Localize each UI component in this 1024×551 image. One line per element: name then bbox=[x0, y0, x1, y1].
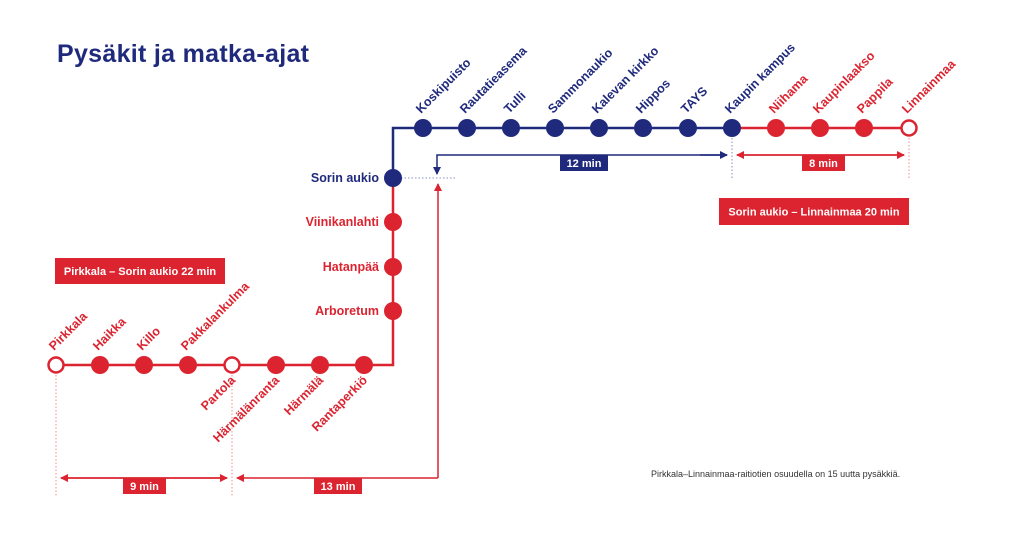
stop-marker bbox=[458, 119, 476, 137]
stop-label: Pirkkala bbox=[46, 309, 91, 354]
footnote: Pirkkala–Linnainmaa-raitiotien osuudella… bbox=[651, 469, 901, 479]
stop-marker bbox=[135, 356, 153, 374]
duration-12min-text: 12 min bbox=[567, 158, 602, 170]
stop-label: Killo bbox=[134, 324, 163, 353]
stop-linnainmaa: Linnainmaa bbox=[899, 56, 959, 137]
summary-north-text: Sorin aukio – Linnainmaa 20 min bbox=[728, 207, 899, 219]
stop-label: Sorin aukio bbox=[311, 171, 379, 185]
stop-label: Tulli bbox=[501, 89, 528, 116]
stop-label: Haikka bbox=[90, 314, 129, 353]
stop-harmalanranta: Härmälänranta bbox=[210, 356, 285, 445]
stop-label: Partola bbox=[198, 372, 239, 413]
stop-hatanpaa: Hatanpää bbox=[323, 258, 402, 276]
stop-marker bbox=[634, 119, 652, 137]
stop-marker bbox=[723, 119, 741, 137]
stop-marker bbox=[384, 302, 402, 320]
duration-label-9min: 9 min bbox=[123, 478, 166, 494]
stop-label: Linnainmaa bbox=[899, 56, 959, 116]
summary-south: Pirkkala – Sorin aukio 22 min bbox=[55, 258, 225, 284]
stop-label: Viinikanlahti bbox=[306, 215, 379, 229]
stop-marker bbox=[355, 356, 373, 374]
stop-pirkkala: Pirkkala bbox=[46, 309, 91, 374]
duration-13min-text: 13 min bbox=[321, 481, 356, 493]
arrow-12min bbox=[433, 154, 727, 175]
stop-marker bbox=[384, 258, 402, 276]
summary-north: Sorin aukio – Linnainmaa 20 min bbox=[719, 198, 909, 225]
stop-marker bbox=[679, 119, 697, 137]
stop-marker bbox=[900, 119, 918, 137]
duration-label-12min: 12 min bbox=[560, 155, 608, 171]
stop-marker bbox=[311, 356, 329, 374]
duration-8min-text: 8 min bbox=[809, 158, 838, 170]
stop-marker bbox=[767, 119, 785, 137]
stop-arboretum: Arboretum bbox=[315, 302, 402, 320]
duration-label-13min: 13 min bbox=[314, 478, 362, 494]
stop-marker bbox=[91, 356, 109, 374]
stop-marker bbox=[590, 119, 608, 137]
stop-killo: Killo bbox=[134, 324, 164, 374]
stop-pakkalankulma: Pakkalankulma bbox=[178, 279, 253, 374]
stop-label: Pakkalankulma bbox=[178, 279, 253, 354]
duration-label-8min: 8 min bbox=[802, 155, 845, 171]
stop-label: Pappila bbox=[854, 74, 896, 116]
stop-label: Niihama bbox=[766, 71, 811, 116]
stop-marker bbox=[546, 119, 564, 137]
stop-marker bbox=[414, 119, 432, 137]
stop-label: Hatanpää bbox=[323, 260, 379, 274]
stop-marker bbox=[384, 169, 402, 187]
route-line-center bbox=[391, 126, 732, 178]
stop-marker bbox=[811, 119, 829, 137]
stop-marker bbox=[855, 119, 873, 137]
stop-label: Arboretum bbox=[315, 304, 379, 318]
page-title: Pysäkit ja matka-ajat bbox=[57, 40, 310, 68]
stop-marker bbox=[384, 213, 402, 231]
stop-marker bbox=[47, 356, 65, 374]
stop-marker bbox=[179, 356, 197, 374]
stop-sorin-aukio: Sorin aukio bbox=[311, 169, 402, 187]
stop-label: Hippos bbox=[633, 76, 673, 116]
stop-marker bbox=[223, 356, 241, 374]
summary-south-text: Pirkkala – Sorin aukio 22 min bbox=[64, 266, 217, 278]
stop-label: Härmälä bbox=[281, 373, 326, 418]
stop-marker bbox=[267, 356, 285, 374]
route-line-south bbox=[56, 178, 395, 367]
stop-tulli: Tulli bbox=[501, 89, 529, 137]
stop-viinikanlahti: Viinikanlahti bbox=[306, 213, 402, 231]
duration-9min-text: 9 min bbox=[130, 481, 159, 493]
stop-label: TAYS bbox=[678, 84, 710, 116]
guide-lines bbox=[55, 138, 910, 497]
stop-marker bbox=[502, 119, 520, 137]
route-lines bbox=[56, 126, 909, 367]
